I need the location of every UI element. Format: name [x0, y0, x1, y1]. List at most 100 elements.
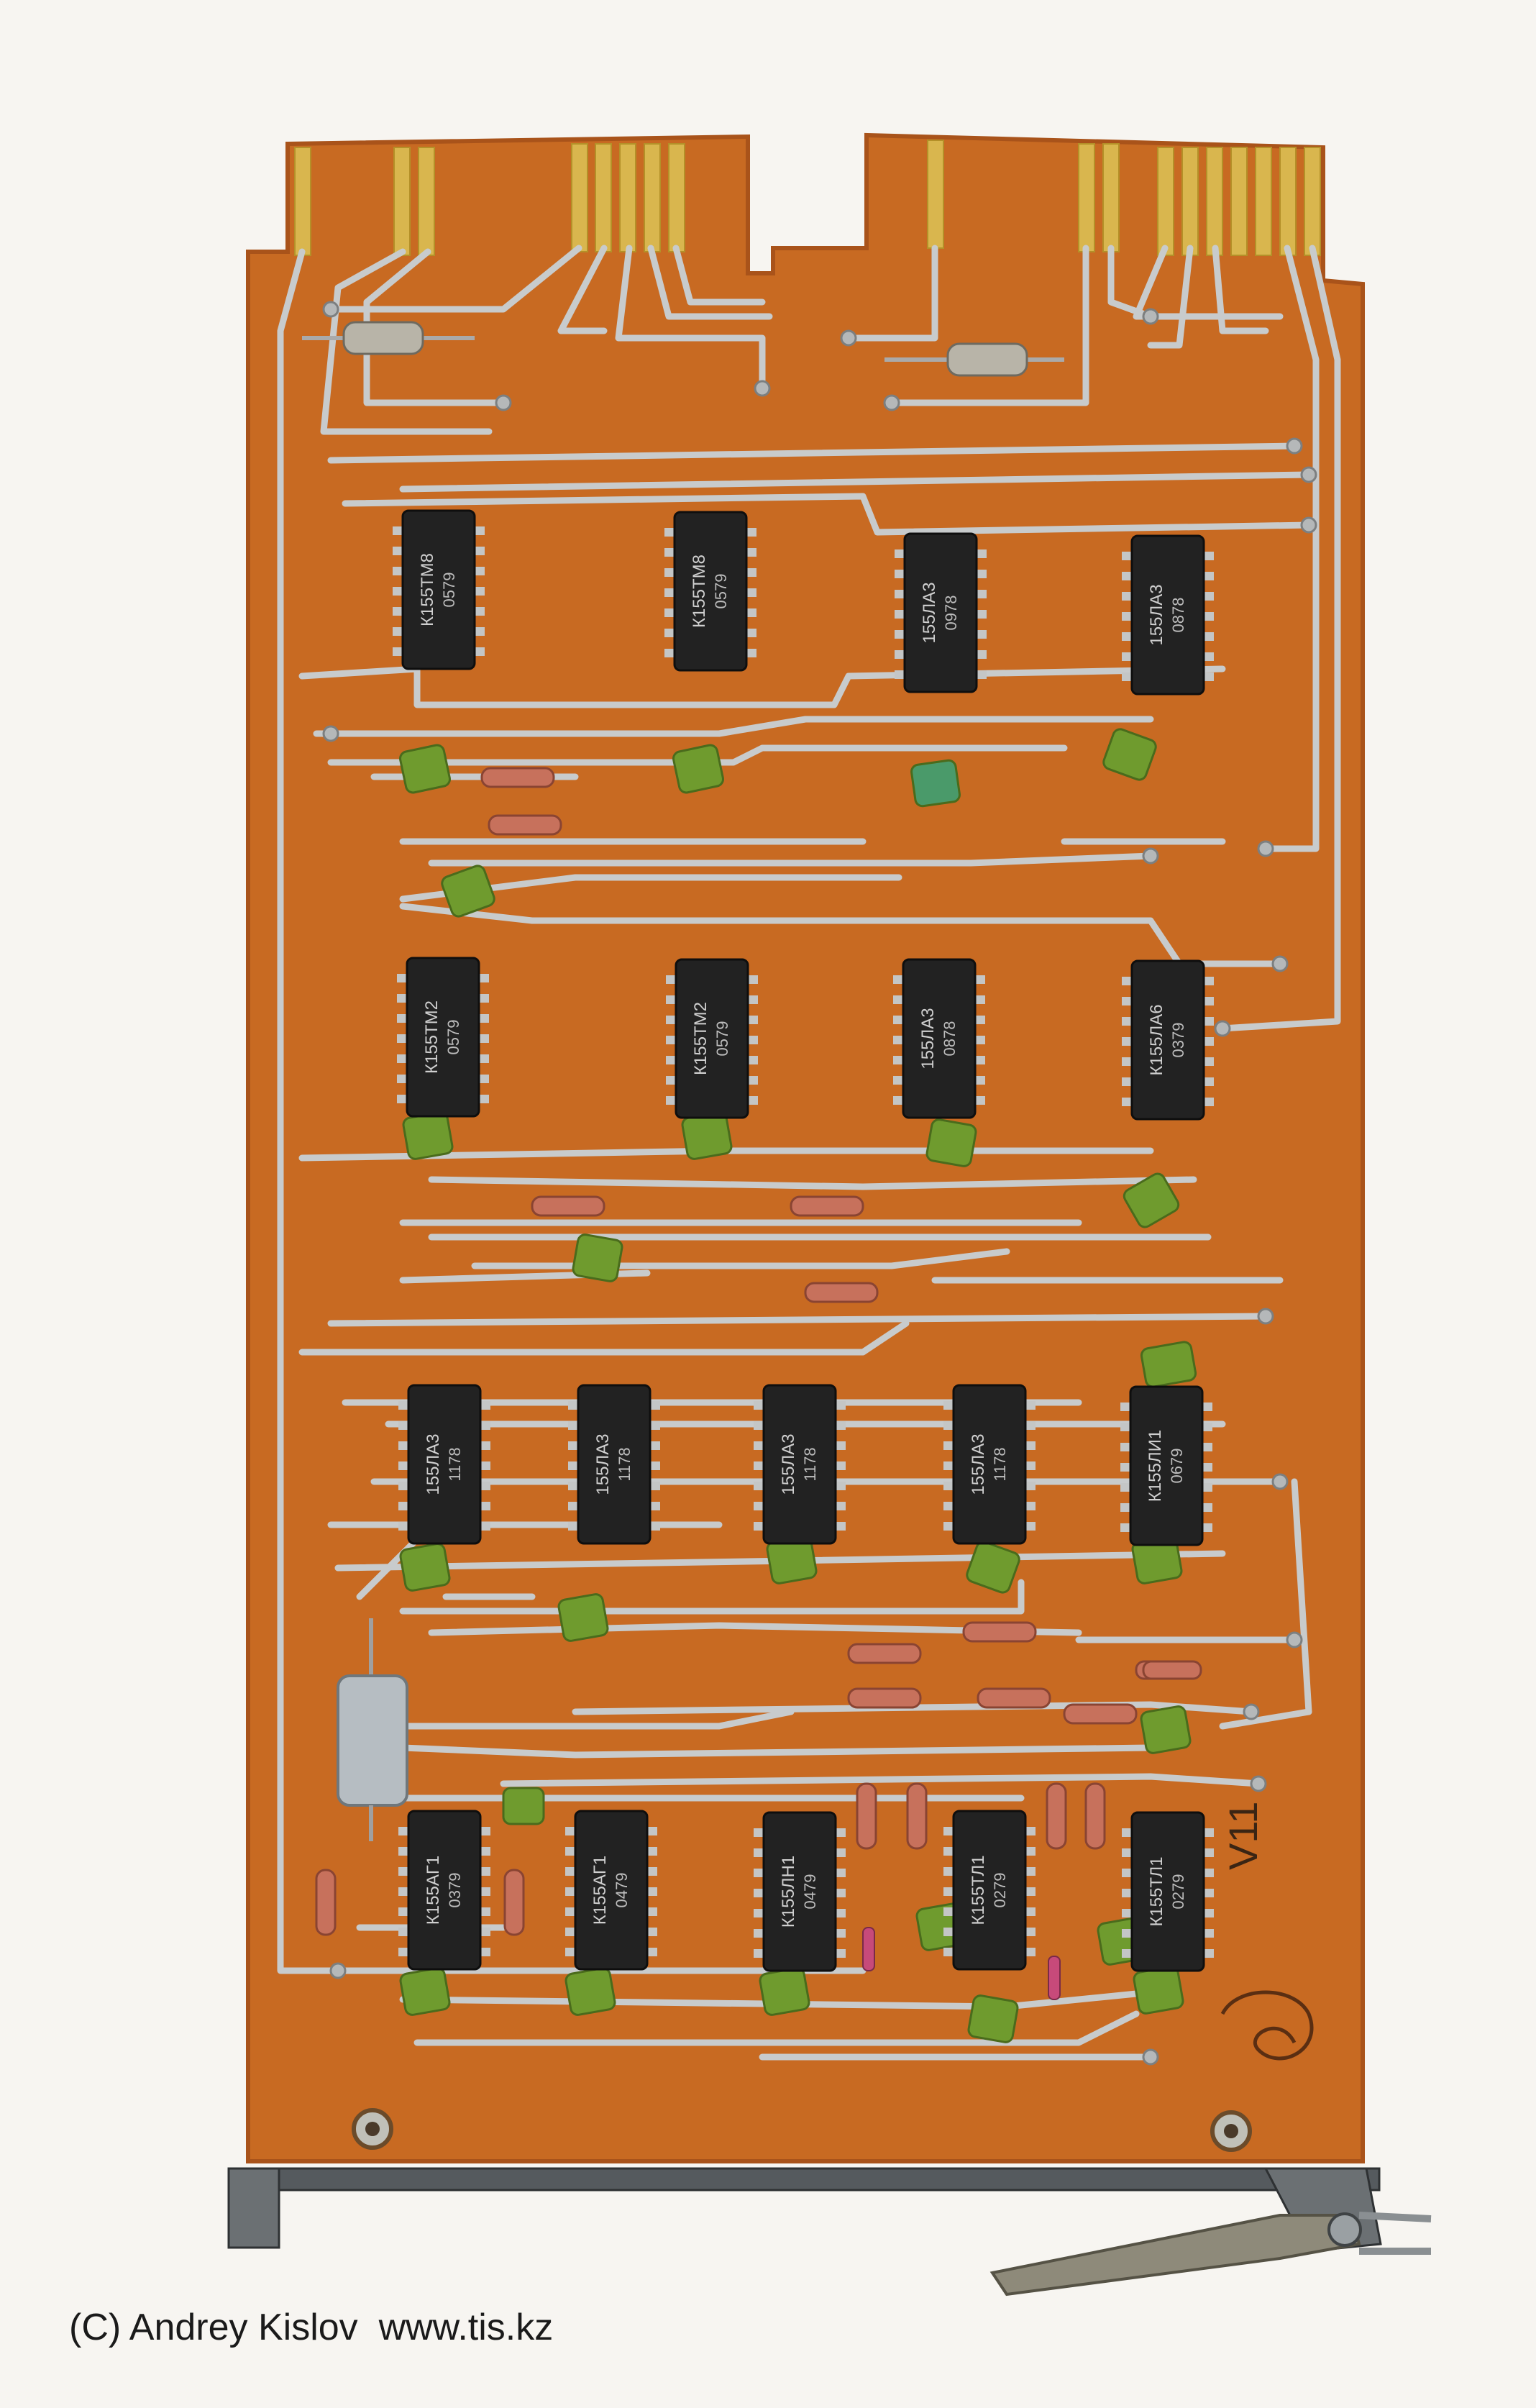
ic-pin [1204, 1889, 1214, 1897]
ic-pin [1122, 1929, 1132, 1938]
ic-pin [1122, 1037, 1132, 1046]
ic-pin [1025, 1522, 1036, 1531]
ic-pin [398, 1928, 408, 1936]
ic-pin [1122, 672, 1132, 681]
ic-pin [1122, 1828, 1132, 1837]
ic-pin [666, 1056, 676, 1064]
ic-pin [1120, 1503, 1130, 1512]
ic-pin [836, 1401, 846, 1410]
small-diodes [862, 1927, 1061, 2000]
ic-pin [664, 629, 675, 637]
ic-pin [975, 1056, 985, 1064]
ic-pin [398, 1502, 408, 1510]
ic-pin [977, 570, 987, 578]
ic-pin [977, 590, 987, 598]
ic-body [762, 1384, 837, 1545]
ic-pin [398, 1421, 408, 1430]
ic-pin [397, 974, 407, 982]
ic-pin [975, 1076, 985, 1085]
ejector-lever[interactable] [989, 2212, 1432, 2297]
ic-pin [836, 1482, 846, 1490]
ic-body [1130, 959, 1205, 1121]
ic-pin [975, 1016, 985, 1024]
ic-pin [568, 1401, 578, 1410]
ic-pin [666, 1096, 676, 1105]
via-pads [322, 301, 1317, 2066]
ic-pin [975, 995, 985, 1004]
ic-pin [393, 607, 403, 616]
ic-pin [943, 1482, 954, 1490]
ic-pin [748, 1076, 758, 1085]
ic-pin [1204, 652, 1214, 661]
ic-pin [754, 1421, 764, 1430]
ic-pin [475, 547, 485, 555]
ic-pin [398, 1461, 408, 1470]
ic-part-number: 155ЛА3 [424, 1433, 443, 1495]
ic-body [1129, 1385, 1204, 1546]
ic-pin [746, 588, 756, 597]
ic-part-number: 155ЛА3 [918, 1008, 938, 1069]
ic-pin [1122, 1949, 1132, 1958]
ic-pin [480, 1461, 490, 1470]
ic-pin [565, 1948, 575, 1956]
ic-pin [475, 587, 485, 596]
ic-pin [479, 974, 489, 982]
ic-pin [568, 1502, 578, 1510]
ic-pin [568, 1482, 578, 1490]
ic-pin [975, 1096, 985, 1105]
ic-part-number: К155ЛИ1 [1146, 1430, 1165, 1502]
ic-pin [1025, 1502, 1036, 1510]
ic-pin [664, 588, 675, 597]
ic-pin [480, 1421, 490, 1430]
ic-pin [1025, 1421, 1036, 1430]
ic-pin [666, 1036, 676, 1044]
ic-body [577, 1384, 652, 1545]
ic-pin [754, 1482, 764, 1490]
ic-date-code: 0279 [991, 1873, 1009, 1908]
ic-pin [893, 1096, 903, 1105]
ic-part-number: 155ЛА3 [969, 1433, 988, 1495]
ic-pin [650, 1401, 660, 1410]
ic-part-number: К155ТМ8 [690, 555, 709, 628]
photo-credit: (C) Andrey Kislov www.tis.kz [69, 2307, 554, 2348]
card-bracket [227, 2167, 1382, 2253]
ic-pin [480, 1502, 490, 1510]
ic-pin [666, 1076, 676, 1085]
ic-pin [647, 1847, 657, 1856]
ic-pin [480, 1482, 490, 1490]
ic-pin [893, 975, 903, 984]
ic-body [401, 509, 476, 670]
ic-pin [836, 1421, 846, 1430]
ic-pin [1025, 1441, 1036, 1450]
ic-pin [1202, 1463, 1212, 1472]
ic-pin [748, 1016, 758, 1024]
ic-pin [1202, 1423, 1212, 1431]
ic-pin [568, 1461, 578, 1470]
ic-part-number: К155АГ1 [590, 1856, 610, 1925]
ic-date-code: 0679 [1168, 1449, 1186, 1484]
ic-pin [1122, 592, 1132, 601]
ic-part-number: К155ЛА6 [1147, 1004, 1166, 1075]
board-marking-v11: V11 [1220, 1802, 1266, 1870]
ic-pin [943, 1948, 954, 1956]
ic-pin [1120, 1523, 1130, 1532]
ic-pin [1204, 1828, 1214, 1837]
ic-pin [943, 1441, 954, 1450]
ic-pin [943, 1827, 954, 1835]
ic-pin [1025, 1907, 1036, 1916]
ic-pin [480, 1401, 490, 1410]
ic-pin [1204, 552, 1214, 560]
ic-pin [650, 1522, 660, 1531]
ic-pin [1122, 1098, 1132, 1106]
ic-pin [836, 1929, 846, 1938]
ic-pin [393, 627, 403, 636]
ic-part-number: 155ЛА3 [920, 582, 939, 643]
ic-pin [647, 1907, 657, 1916]
ic-part-number: К155ТМ2 [691, 1002, 710, 1075]
ic-pin [475, 607, 485, 616]
ic-pin [746, 608, 756, 617]
